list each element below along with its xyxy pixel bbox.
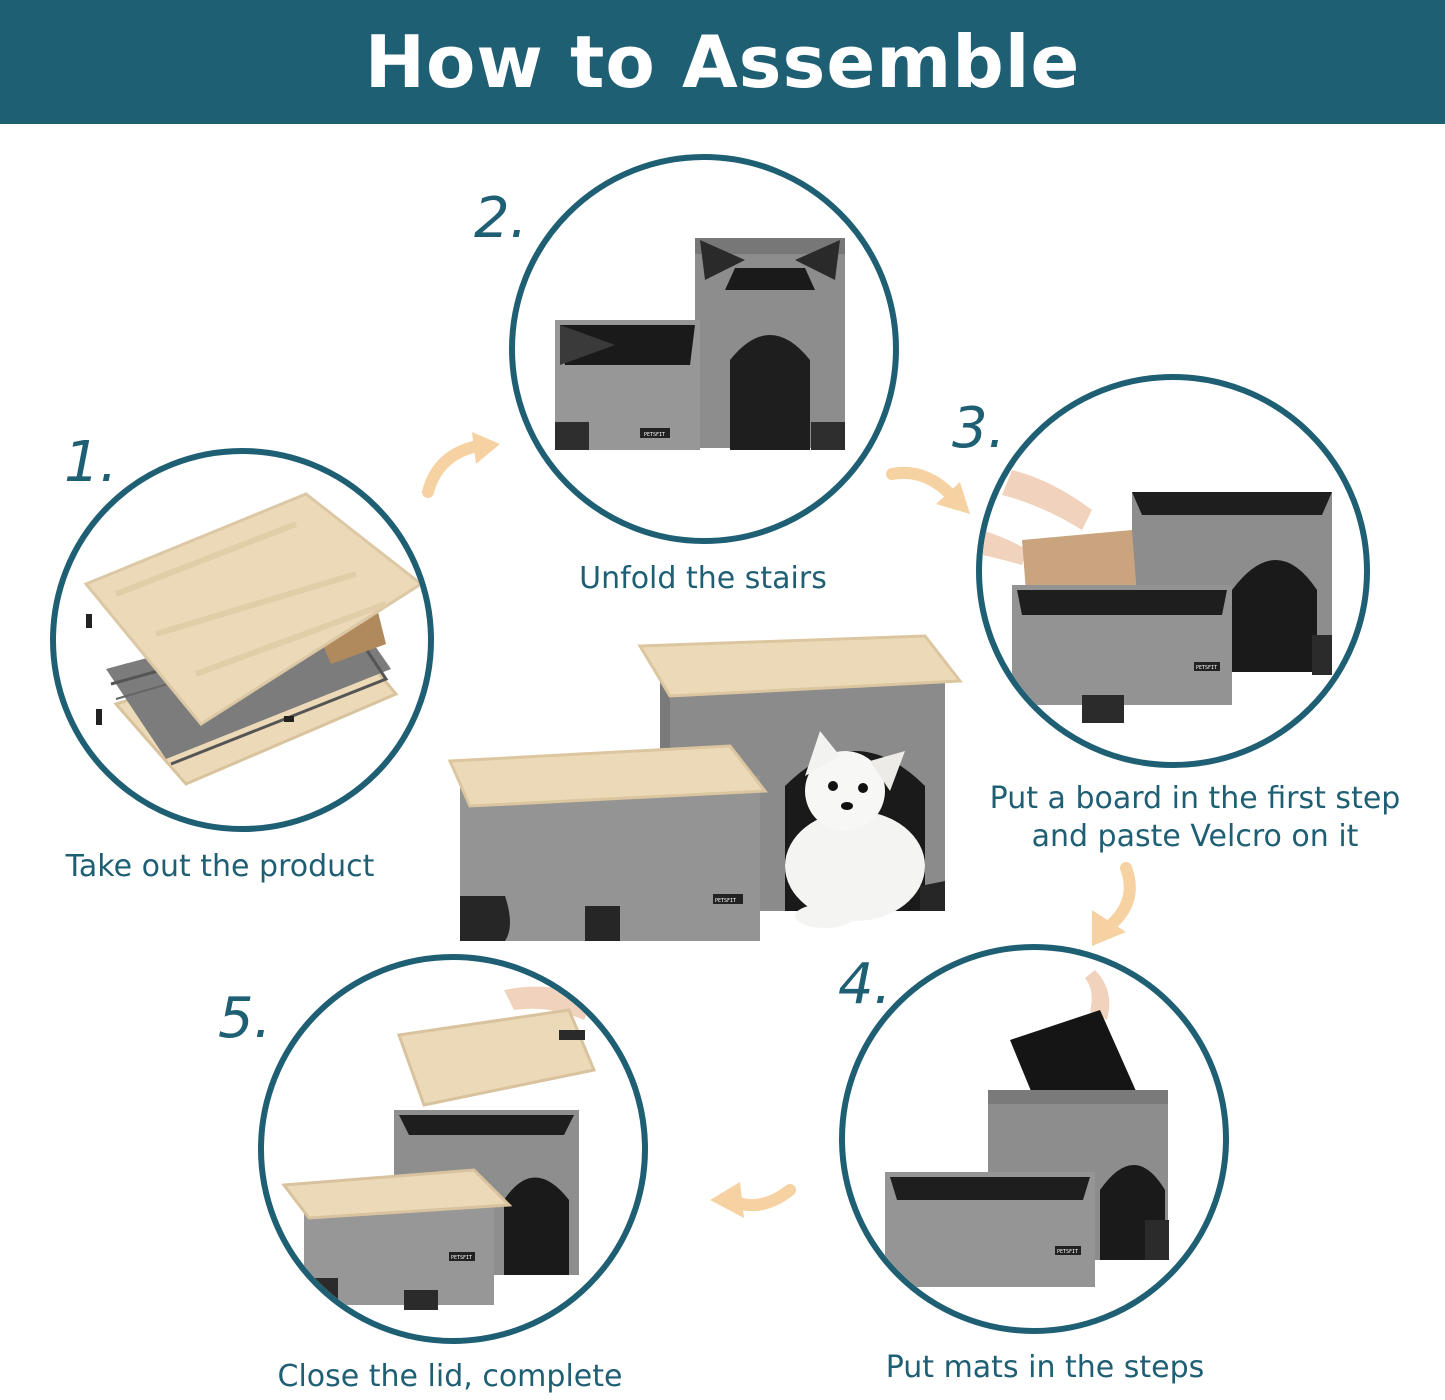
curved-arrow-icon [422, 432, 500, 498]
folded-product-illustration [83, 492, 424, 786]
step-4-caption: Put mats in the steps [885, 1350, 1205, 1385]
step-3-caption-line1: Put a board in the first step [989, 781, 1401, 816]
closed-lid-illustration: PETSFIT [281, 986, 597, 1310]
board-insertion-illustration: PETSFIT [982, 470, 1332, 723]
brand-label: PETSFIT [715, 898, 736, 904]
step-2-image: PETSFIT [509, 154, 899, 544]
step-3-caption-line2: and paste Velcro on it [1031, 819, 1359, 854]
header-banner: How to Assemble [0, 0, 1445, 124]
mats-insertion-illustration: PETSFIT [885, 970, 1169, 1287]
step-2-caption: Unfold the stairs [579, 561, 827, 596]
brand-label: PETSFIT [451, 1255, 472, 1261]
brand-label: PETSFIT [1057, 1249, 1078, 1255]
step-1-image [50, 448, 434, 832]
step-1-number: 1. [64, 430, 118, 495]
step-2-number: 2. [474, 186, 528, 251]
curved-arrow-icon [1092, 862, 1136, 946]
step-4-image: PETSFIT [839, 944, 1229, 1334]
step-5-number: 5. [218, 986, 272, 1051]
step-5-caption: Close the lid, complete [277, 1359, 623, 1394]
curved-arrow-icon [710, 1182, 796, 1218]
page-title: How to Assemble [364, 20, 1081, 104]
step-3-image: PETSFIT [976, 374, 1370, 768]
unfolded-stairs-illustration: PETSFIT [555, 238, 845, 450]
step-5-image: PETSFIT [258, 954, 648, 1344]
brand-label: PETSFIT [644, 432, 665, 438]
step-3-number: 3. [952, 396, 1006, 461]
step-1-caption: Take out the product [65, 849, 375, 884]
curved-arrow-icon [886, 466, 970, 514]
finished-product-with-dog-illustration: PETSFIT [447, 634, 963, 941]
brand-label: PETSFIT [1196, 665, 1217, 671]
step-4-number: 4. [838, 952, 892, 1017]
